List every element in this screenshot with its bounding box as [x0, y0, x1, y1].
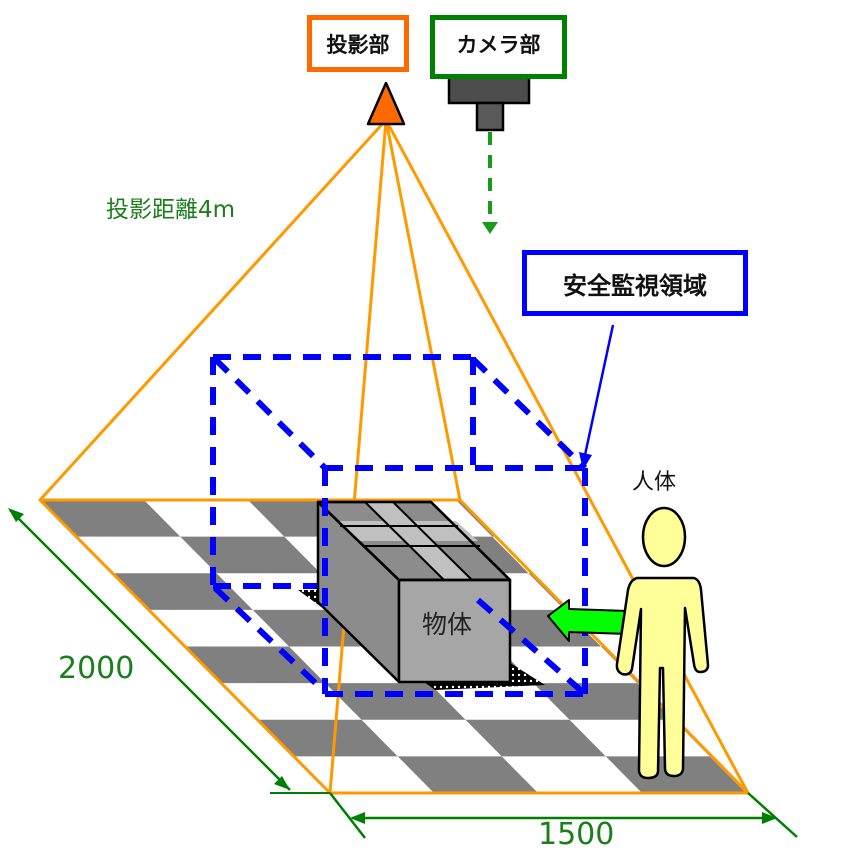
safety-zone-label-box: 安全監視領域	[522, 250, 748, 316]
projector-label-box: 投影部	[307, 15, 409, 72]
projector-label: 投影部	[327, 29, 390, 59]
human-label: 人体	[632, 472, 676, 494]
projector-icon	[368, 83, 404, 124]
object-label: 物体	[422, 612, 472, 637]
camera-icon	[449, 77, 529, 130]
camera-label: カメラ部	[457, 29, 541, 59]
safety-zone-pointer	[585, 325, 613, 455]
projection-distance-label: 投影距離4m	[106, 199, 235, 222]
width-dimension-label: 1500	[538, 820, 614, 850]
safety-zone-label: 安全監視領域	[563, 266, 707, 301]
camera-label-box: カメラ部	[430, 15, 567, 79]
depth-dimension-label: 2000	[58, 654, 134, 684]
